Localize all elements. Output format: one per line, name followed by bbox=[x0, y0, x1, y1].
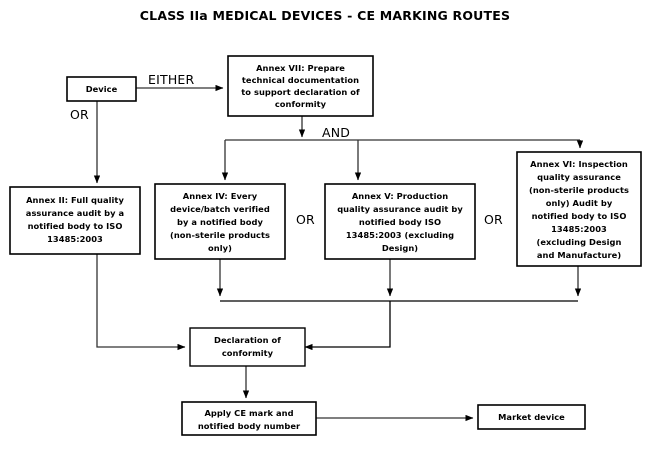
node-device[interactable]: Device bbox=[66, 76, 137, 102]
node-apply-ce-mark[interactable]: Apply CE mark and notified body number bbox=[181, 401, 317, 436]
node-annex-vii-line-2: technical documentation bbox=[242, 75, 359, 85]
node-annex-vii-line-4: conformity bbox=[275, 99, 327, 109]
node-annex-vi-line-8: and Manufacture) bbox=[537, 250, 621, 260]
node-annex-vi-line-4: only) Audit by bbox=[546, 198, 613, 208]
node-annex-vi-line-1: Annex VI: Inspection bbox=[530, 159, 628, 169]
node-annex-ii[interactable]: Annex II: Full quality assurance audit b… bbox=[9, 186, 141, 255]
node-annex-vi-line-2: quality assurance bbox=[537, 172, 621, 182]
node-annex-vi-line-7: (excluding Design bbox=[537, 237, 622, 247]
node-annex-vi-line-5: notified body to ISO bbox=[532, 211, 627, 221]
connector-label-or-v-vi: OR bbox=[484, 212, 503, 227]
node-annex-vii-line-3: to support declaration of bbox=[241, 87, 360, 97]
node-annex-ii-line-3: notified body to ISO bbox=[28, 221, 123, 231]
node-annex-vi-line-3: (non-sterile products bbox=[529, 185, 629, 195]
node-annex-v-line-1: Annex V: Production bbox=[352, 191, 448, 201]
node-annex-v-line-4: 13485:2003 (excluding bbox=[346, 230, 454, 240]
node-annex-v-line-2: quality assurance audit by bbox=[337, 204, 463, 214]
connector-label-either: EITHER bbox=[148, 72, 195, 87]
node-annex-iv-line-3: by a notified body bbox=[177, 217, 263, 227]
edge-annex-ii-to-declaration bbox=[96, 254, 186, 351]
node-declaration-line-1: Declaration of bbox=[214, 335, 281, 345]
node-annex-v-line-3: notified body ISO bbox=[359, 217, 441, 227]
node-annex-ii-line-2: assurance audit by a bbox=[26, 208, 124, 218]
connector-label-and: AND bbox=[322, 125, 350, 140]
node-annex-iv-line-1: Annex IV: Every bbox=[183, 191, 258, 201]
edge-layer bbox=[93, 84, 584, 422]
node-annex-iv-line-2: device/batch verified bbox=[170, 204, 270, 214]
node-annex-v[interactable]: Annex V: Production quality assurance au… bbox=[324, 183, 476, 260]
node-market-device-label: Market device bbox=[498, 412, 565, 422]
node-annex-ii-line-1: Annex II: Full quality bbox=[26, 195, 124, 205]
node-declaration-of-conformity[interactable]: Declaration of conformity bbox=[189, 327, 306, 367]
node-apply-ce-line-2: notified body number bbox=[198, 421, 301, 431]
page-title: CLASS IIa MEDICAL DEVICES - CE MARKING R… bbox=[140, 8, 510, 23]
node-declaration-line-2: conformity bbox=[222, 348, 274, 358]
edge-merge-to-declaration bbox=[304, 301, 391, 351]
node-annex-vii-line-1: Annex VII: Prepare bbox=[256, 63, 345, 73]
node-annex-vii[interactable]: Annex VII: Prepare technical documentati… bbox=[227, 55, 374, 117]
node-annex-vi[interactable]: Annex VI: Inspection quality assurance (… bbox=[516, 151, 642, 267]
node-device-label: Device bbox=[86, 84, 118, 94]
connector-label-or-left: OR bbox=[70, 107, 89, 122]
node-annex-ii-line-4: 13485:2003 bbox=[47, 234, 103, 244]
node-market-device[interactable]: Market device bbox=[477, 404, 586, 430]
node-annex-v-line-5: Design) bbox=[382, 243, 418, 253]
connector-label-or-iv-v: OR bbox=[296, 212, 315, 227]
node-annex-iv-line-4: (non-sterile products bbox=[170, 230, 270, 240]
node-annex-vi-line-6: 13485:2003 bbox=[551, 224, 607, 234]
node-apply-ce-line-1: Apply CE mark and bbox=[204, 408, 293, 418]
node-annex-iv-line-5: only) bbox=[208, 243, 232, 253]
node-annex-iv[interactable]: Annex IV: Every device/batch verified by… bbox=[154, 183, 286, 260]
